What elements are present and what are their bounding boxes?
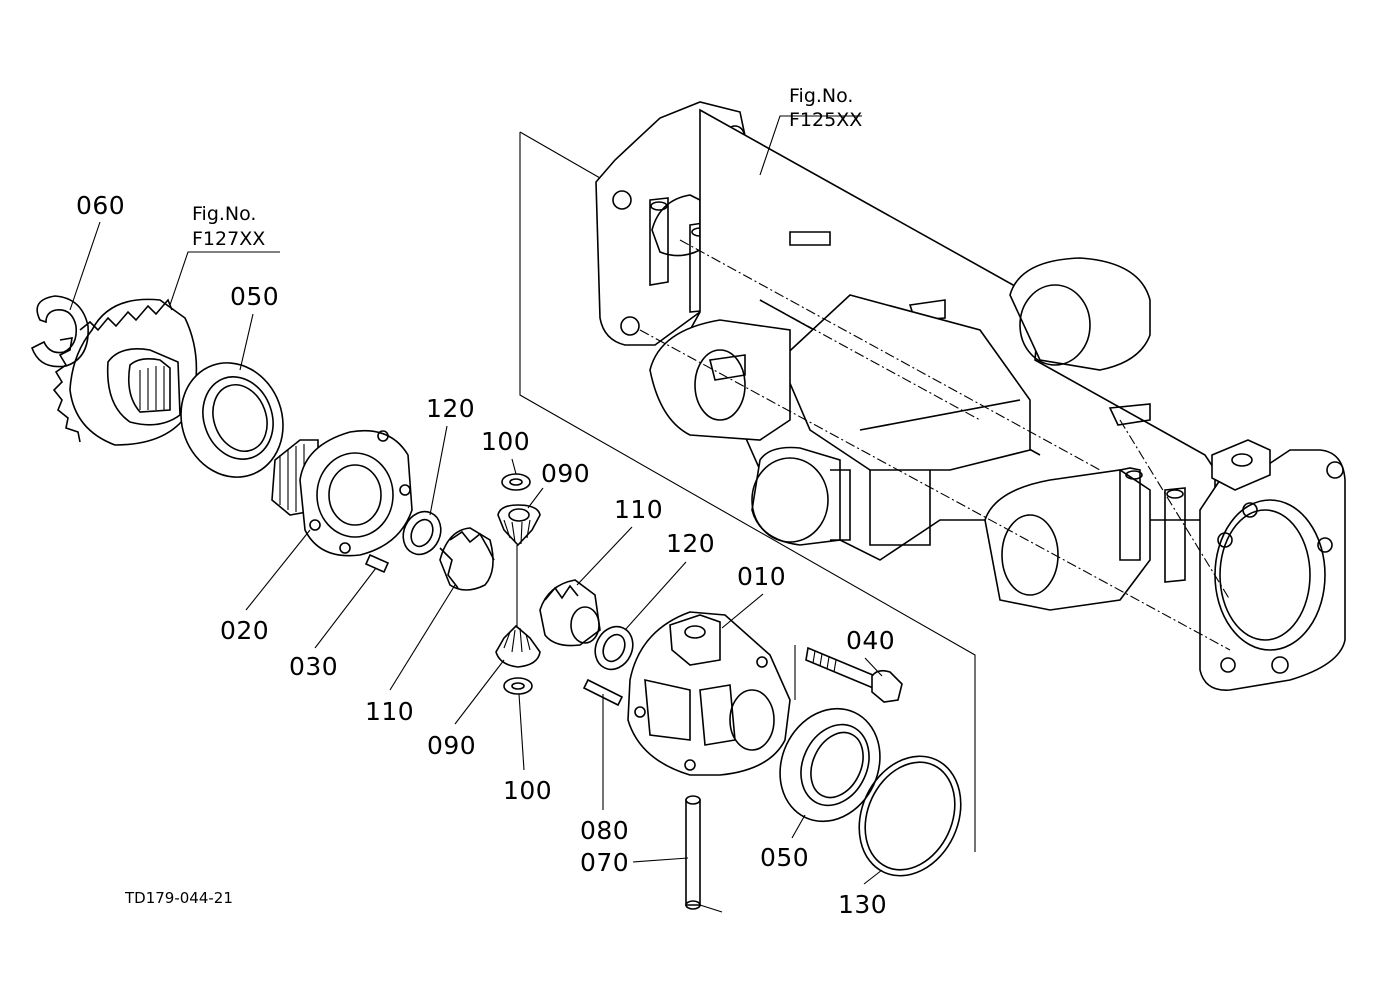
differential-case bbox=[627, 611, 791, 776]
callout-040: 040 bbox=[846, 626, 895, 655]
fig-ref-number: F125XX bbox=[789, 109, 862, 131]
drawing-code: TD179-044-21 bbox=[124, 889, 233, 907]
callout-030: 030 bbox=[289, 652, 338, 681]
pinion-gear-lower bbox=[495, 624, 541, 668]
pinion-washer-lower bbox=[503, 677, 533, 695]
callout-110: 110 bbox=[365, 697, 414, 726]
bearing-right bbox=[779, 707, 881, 823]
fig-ref-number: F127XX bbox=[192, 228, 265, 250]
figure-reference-housing: Fig.No. F125XX bbox=[789, 85, 862, 131]
fig-ref-label: Fig.No. bbox=[192, 203, 256, 225]
side-gear-left bbox=[439, 527, 495, 591]
pin-030 bbox=[364, 553, 390, 574]
callout-120: 120 bbox=[666, 529, 715, 558]
callout-020: 020 bbox=[220, 616, 269, 645]
callout-050: 050 bbox=[230, 282, 279, 311]
pin-080 bbox=[582, 678, 624, 707]
callout-130: 130 bbox=[838, 890, 887, 919]
axle-housing bbox=[519, 101, 1346, 852]
callout-090: 090 bbox=[541, 459, 590, 488]
callout-060: 060 bbox=[76, 191, 125, 220]
callout-120: 120 bbox=[426, 394, 475, 423]
thrust-washer-lower bbox=[594, 625, 634, 671]
callout-070: 070 bbox=[580, 848, 629, 877]
callout-110: 110 bbox=[614, 495, 663, 524]
bearing-left bbox=[180, 362, 284, 478]
callout-050: 050 bbox=[760, 843, 809, 872]
thrust-washer-upper bbox=[402, 510, 442, 556]
shaft-070 bbox=[685, 795, 723, 913]
ring-gear bbox=[52, 298, 198, 446]
o-ring-130 bbox=[858, 755, 962, 877]
callout-100: 100 bbox=[503, 776, 552, 805]
callout-080: 080 bbox=[580, 816, 629, 845]
fig-ref-label: Fig.No. bbox=[789, 85, 853, 107]
side-gear-right bbox=[539, 579, 601, 647]
callout-090: 090 bbox=[427, 731, 476, 760]
leader-lines bbox=[69, 115, 883, 885]
differential-case-half bbox=[271, 429, 413, 557]
bolt-040 bbox=[794, 645, 903, 703]
part-callouts: 060 050 120 100 090 110 120 010 040 020 … bbox=[76, 191, 895, 919]
figure-reference-ring-gear: Fig.No. F127XX bbox=[192, 203, 265, 250]
pinion-gear-upper bbox=[497, 504, 541, 547]
snap-ring bbox=[31, 295, 89, 368]
callout-100: 100 bbox=[481, 427, 530, 456]
pinion-washer-upper bbox=[501, 473, 531, 491]
callout-010: 010 bbox=[737, 562, 786, 591]
